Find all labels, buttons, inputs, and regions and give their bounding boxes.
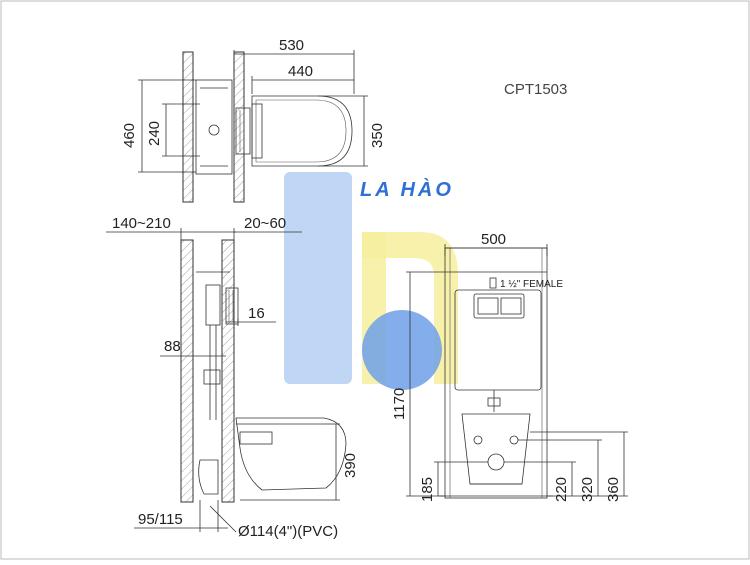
pipe-label: Ø114(4")(PVC)	[238, 523, 338, 540]
dim-360: 360	[605, 477, 622, 502]
front-view: 1 ½" FEMALE 500 1170 185 220 320 36	[391, 231, 628, 502]
watermark-brand: LA HÀO	[360, 178, 454, 201]
toilet-side-outline	[235, 417, 347, 491]
dim-220: 220	[553, 477, 570, 502]
dim-140-210: 140~210	[112, 215, 171, 232]
cistern-outline	[454, 289, 542, 391]
watermark-logo	[284, 172, 458, 390]
dim-440: 440	[288, 63, 313, 80]
dim-20-60: 20~60	[244, 215, 286, 232]
side-drain-pipe	[198, 459, 219, 495]
dim-530: 530	[279, 37, 304, 54]
dim-240: 240	[146, 121, 163, 146]
toilet-top-outline	[251, 95, 353, 167]
side-wall-right	[221, 239, 235, 503]
dim-88: 88	[164, 338, 181, 355]
side-view: 140~210 20~60 16 88 390 95/115 Ø114(4")(…	[106, 215, 359, 540]
side-wall-left	[180, 239, 194, 503]
top-wall-left	[182, 51, 194, 203]
dim-500: 500	[481, 231, 506, 248]
dim-16: 16	[248, 305, 265, 322]
top-view: 530 440 460 240 350	[121, 37, 386, 203]
dim-320: 320	[579, 477, 596, 502]
dim-350: 350	[369, 123, 386, 148]
dim-95-115: 95/115	[138, 511, 183, 528]
dim-460: 460	[121, 123, 138, 148]
top-wall-right	[233, 51, 245, 203]
inlet-label: 1 ½" FEMALE	[500, 279, 563, 290]
dim-185: 185	[419, 477, 436, 502]
flush-plate	[473, 293, 525, 319]
model-number: CPT1503	[504, 81, 567, 98]
toilet-front-outline	[461, 413, 531, 485]
dim-390: 390	[342, 453, 359, 478]
dim-1170: 1170	[391, 388, 408, 420]
